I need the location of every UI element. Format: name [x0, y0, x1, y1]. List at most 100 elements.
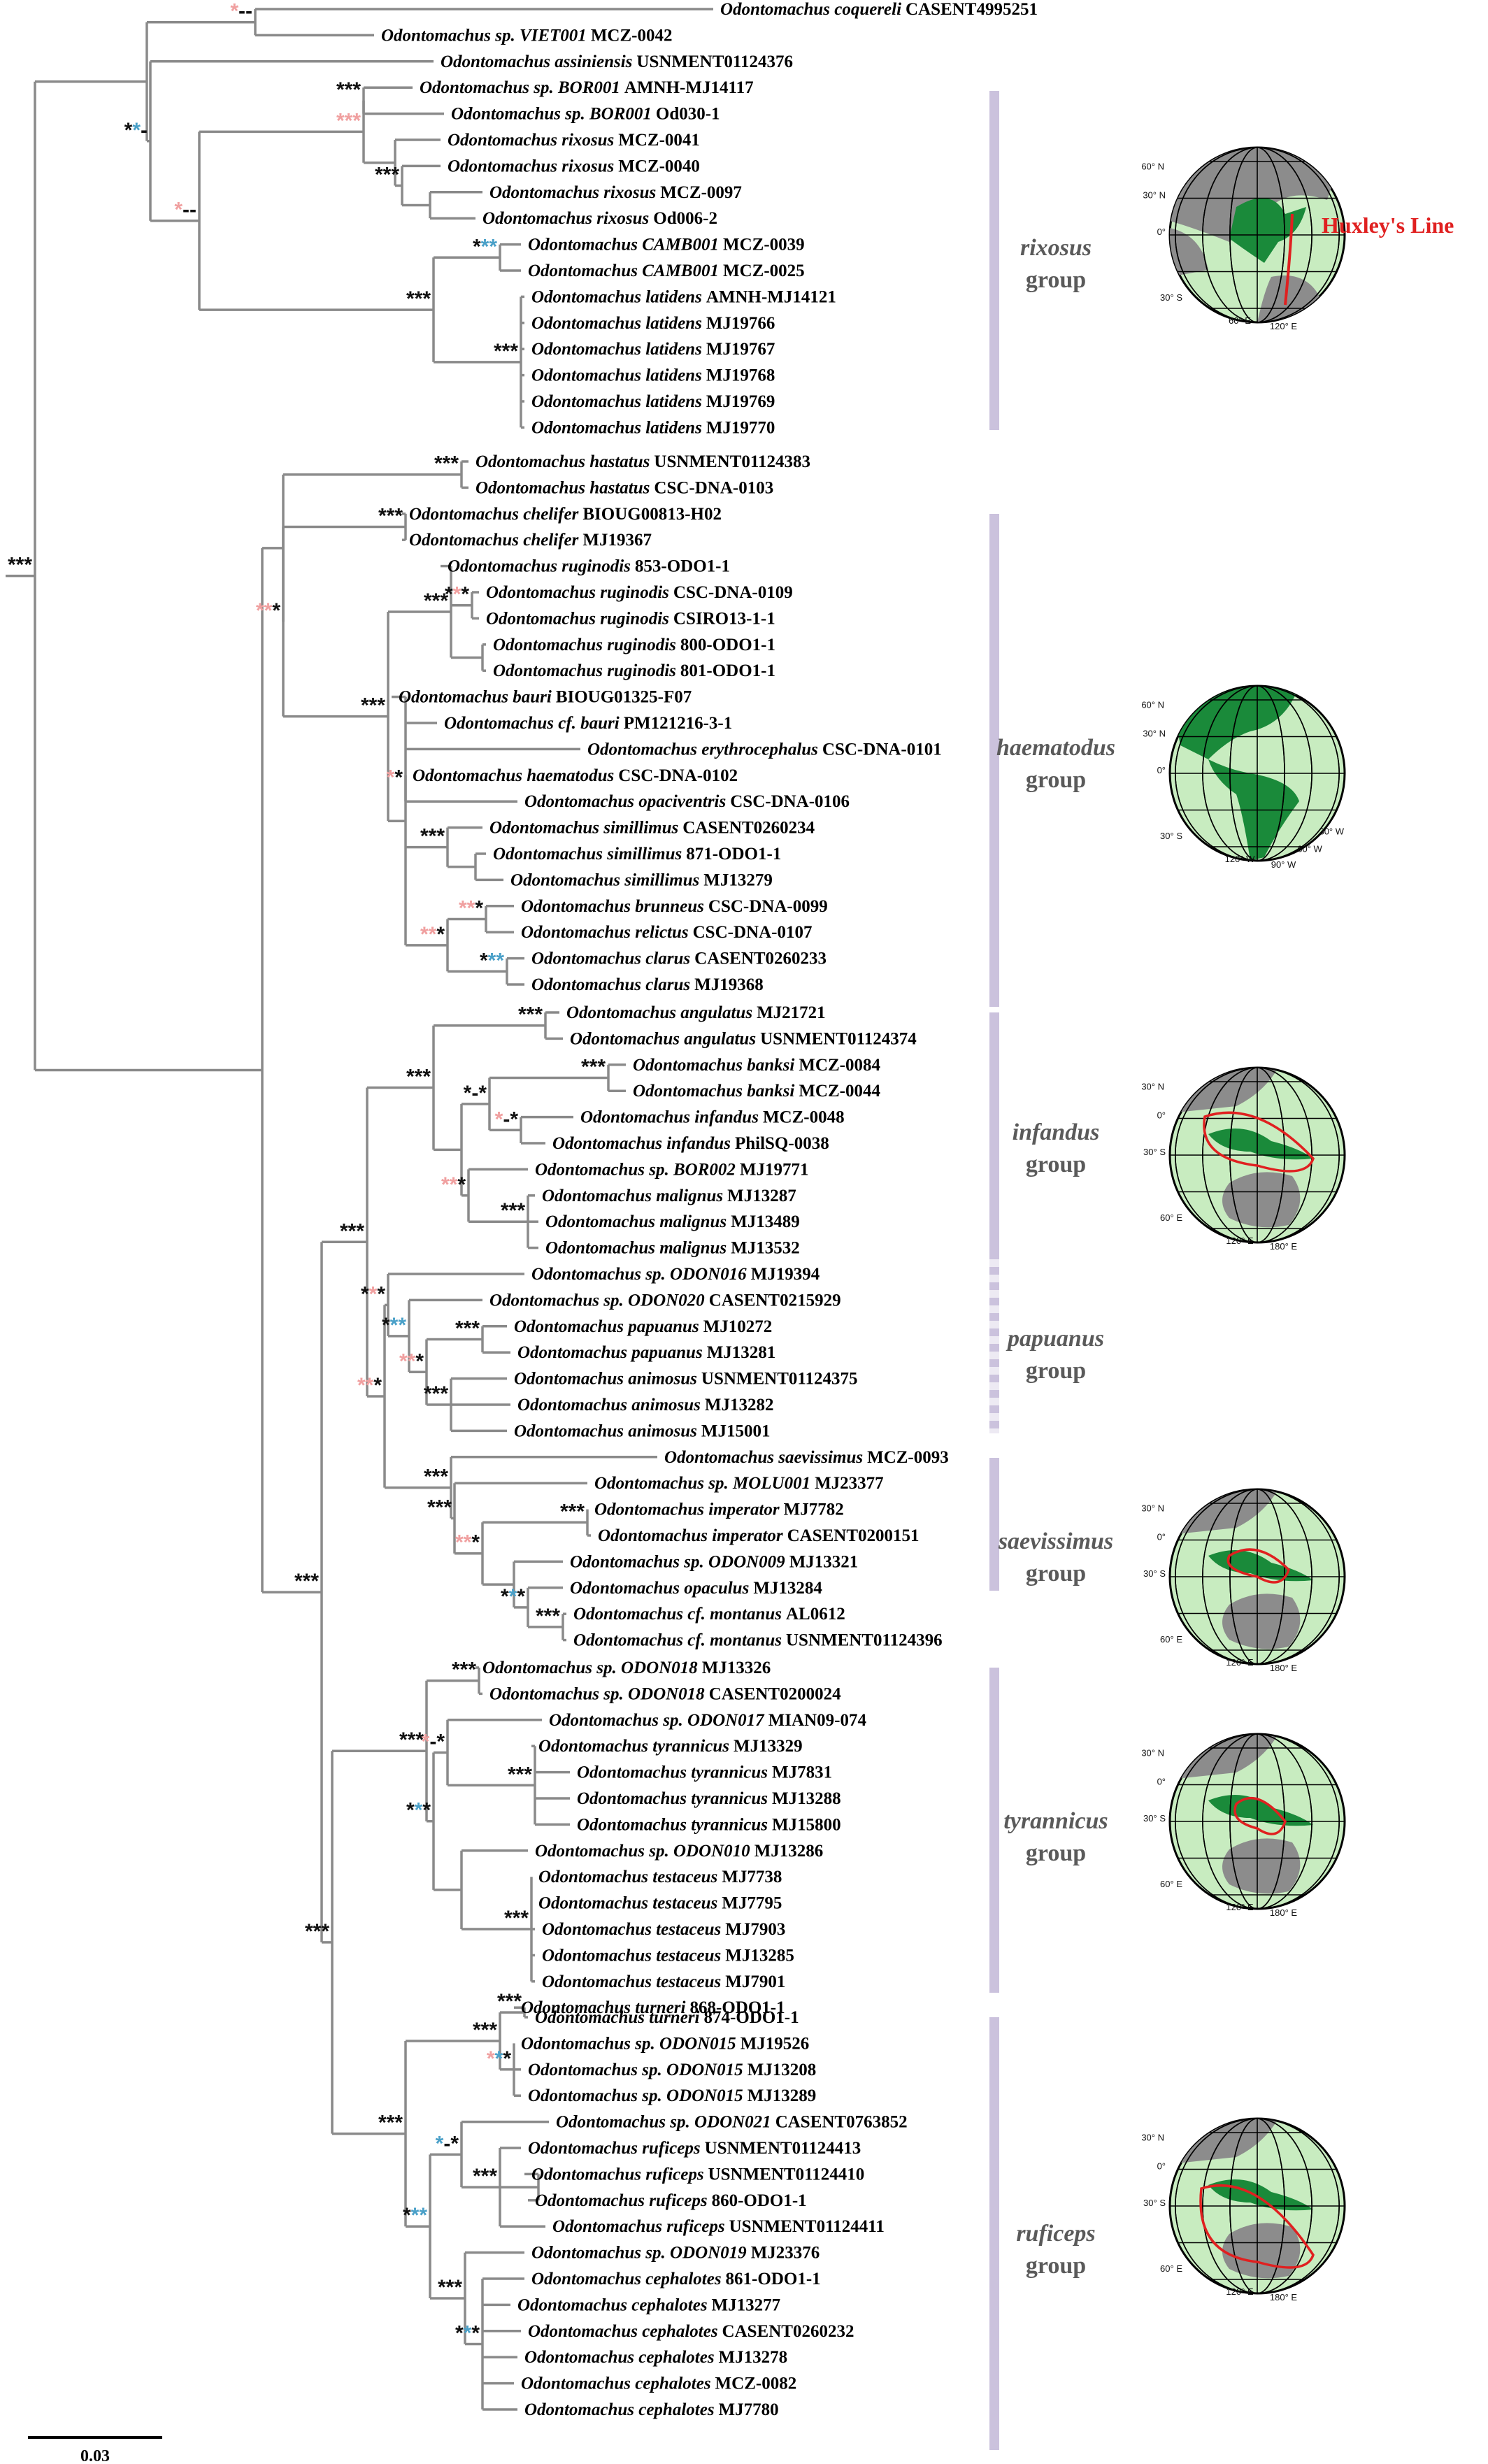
globe-label: 90° W: [1271, 859, 1296, 870]
group-bar-dash: [989, 1267, 999, 1275]
globe-label: 30° S: [1143, 2198, 1166, 2208]
support-value: *-*: [422, 1731, 445, 1754]
globe-label: 30° S: [1160, 831, 1182, 841]
support-value: ***: [361, 1282, 385, 1305]
support-value: *-*: [436, 2132, 459, 2155]
group-name: saevissimus: [998, 1528, 1113, 1554]
group-bar-dash: [989, 1375, 999, 1382]
range-outline: [1226, 1548, 1291, 1584]
group-name: infandus: [1013, 1119, 1100, 1145]
group-name: tyrannicus: [1003, 1808, 1108, 1834]
globe-label: 60° E: [1160, 1879, 1182, 1889]
group-bar-dash: [989, 1421, 999, 1428]
globe-label: 60° E: [1160, 2263, 1182, 2274]
support-value: ***: [424, 1466, 448, 1489]
globe-label: 120° E: [1226, 1902, 1254, 1912]
support-value: ***: [336, 78, 361, 101]
globe-label: 120° W: [1225, 854, 1256, 864]
support-value: ***: [382, 1314, 406, 1337]
support-value: ***: [424, 589, 448, 613]
support-value: ***: [581, 1056, 606, 1079]
globe-label: 30° S: [1143, 1147, 1166, 1157]
support-value: ***: [508, 1763, 532, 1786]
support-value: **: [387, 766, 403, 789]
support-value: ***: [473, 2019, 497, 2042]
globe-label: 180° E: [1270, 1241, 1298, 1252]
group-bars: [989, 91, 999, 2450]
support-value: ***: [560, 1500, 585, 1523]
globe-label: 30° N: [1143, 190, 1166, 201]
globe-label: 0°: [1157, 765, 1166, 775]
globe-label: 30° N: [1141, 1503, 1164, 1513]
huxley-line-label: Huxley's Line: [1322, 213, 1454, 238]
globe-label: 60° E: [1160, 1634, 1182, 1645]
globe-label: 0°: [1157, 227, 1166, 237]
range-outline: [1233, 1797, 1287, 1835]
support-value: ***: [501, 1199, 525, 1222]
range-outline: [1199, 2184, 1315, 2269]
support-value: ***: [336, 109, 361, 132]
globe-label: 180° E: [1270, 1663, 1298, 1673]
support-value: ***: [399, 1728, 424, 1752]
globe-label: 60° E: [1160, 1212, 1182, 1223]
globe-label: 120° E: [1226, 2286, 1254, 2297]
group-word: group: [1026, 767, 1086, 793]
huxley-line: [1284, 213, 1294, 306]
support-value: ***: [406, 1066, 431, 1089]
support-value: ***: [357, 1374, 382, 1397]
group-bar: [989, 1458, 999, 1591]
group-bar: [989, 91, 999, 430]
globe-label: 120° E: [1226, 1657, 1254, 1668]
support-value: ***: [294, 1570, 319, 1593]
globe-label: 60° W: [1297, 844, 1322, 854]
group-bar: [989, 514, 999, 1007]
support-value: ***: [452, 1659, 476, 1682]
support-value: *-*: [495, 1108, 519, 1131]
group-word: group: [1026, 1358, 1086, 1384]
globe-label: 30° N: [1141, 1081, 1164, 1091]
globe-label: 180° E: [1270, 1907, 1298, 1918]
support-value: ***: [473, 235, 497, 258]
group-bar-dash: [989, 1390, 999, 1398]
group-bar-dash: [989, 1359, 999, 1367]
